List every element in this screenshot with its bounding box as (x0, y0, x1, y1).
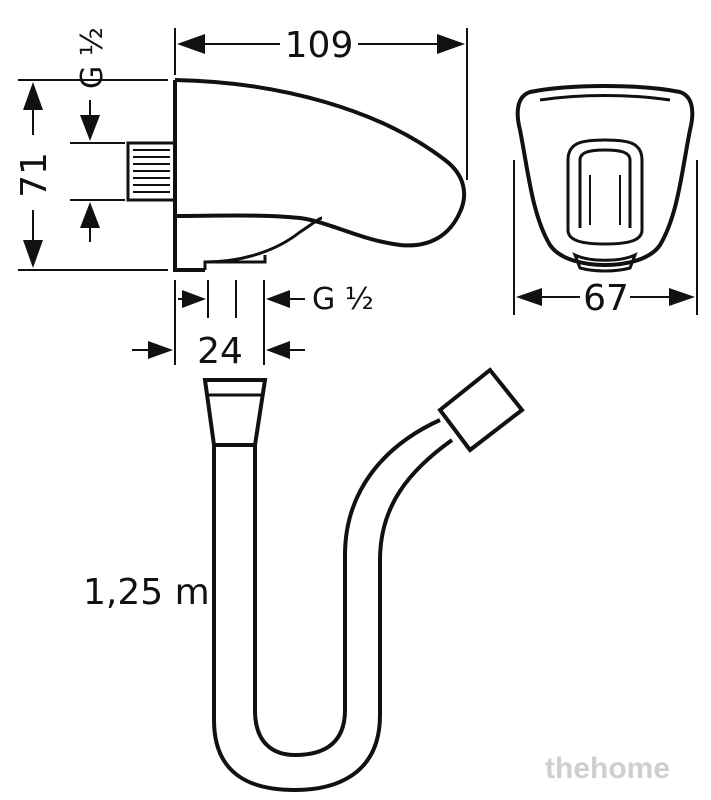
dimension-24: 24 (132, 331, 305, 372)
thread-bottom-label: G ½ (312, 282, 374, 317)
wall-outlet-front-view (515, 84, 695, 273)
dim-24-label: 24 (197, 331, 243, 372)
watermark-text: thehome (545, 752, 670, 785)
dim-109-label: 109 (285, 25, 354, 66)
dimension-109: 109 (174, 25, 468, 180)
dimension-71: 71 (14, 79, 168, 271)
dimension-thread-bottom: G ½ (174, 280, 374, 365)
thread-top-label: G ½ (75, 27, 110, 89)
dim-67-label: 67 (583, 278, 629, 319)
dimension-67: 67 (513, 160, 698, 319)
wall-outlet-side-view (126, 78, 467, 272)
hose-length-label: 1,25 m (83, 572, 210, 613)
dim-71-label: 71 (14, 152, 55, 198)
dimension-thread-top: G ½ (70, 27, 125, 242)
shower-hose (202, 367, 525, 793)
